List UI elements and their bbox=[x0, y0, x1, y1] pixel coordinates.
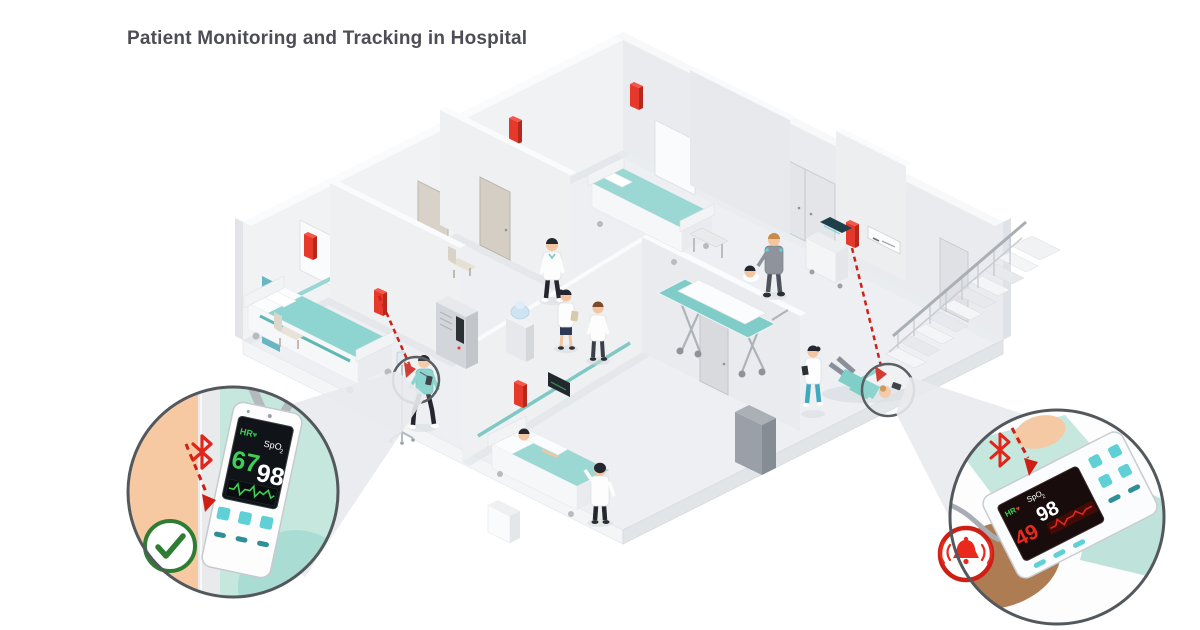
storage-cabinet bbox=[735, 405, 776, 475]
chair bbox=[448, 246, 476, 278]
patient-on-stretcher bbox=[677, 265, 767, 325]
callout-ring bbox=[126, 385, 340, 599]
bedside-cabinet bbox=[487, 500, 520, 544]
signal-path bbox=[184, 443, 216, 512]
nurse-walking bbox=[801, 345, 825, 418]
ble-beacon bbox=[846, 220, 859, 248]
ble-beacon bbox=[509, 116, 522, 144]
staircase bbox=[885, 220, 1061, 369]
heart-icon: ♥ bbox=[252, 430, 259, 440]
spo2-sub: 2 bbox=[1041, 494, 1046, 501]
check-icon bbox=[143, 519, 197, 573]
interior-wall bbox=[330, 180, 466, 363]
ble-beacon bbox=[630, 82, 643, 110]
door bbox=[939, 237, 969, 323]
direction-sign bbox=[867, 225, 901, 255]
hospital-bed bbox=[487, 415, 609, 517]
callout-ring bbox=[948, 408, 1166, 626]
bluetooth-icon bbox=[191, 434, 213, 470]
wearable-monitor-normal: HR ♥ SpO 2 67 98 bbox=[201, 401, 303, 579]
wearable-monitor-alert: HR ♥ SpO 2 98 49 bbox=[982, 431, 1158, 579]
ble-beacon bbox=[304, 232, 317, 260]
bluetooth-icon bbox=[989, 432, 1011, 468]
signal-path bbox=[1010, 427, 1038, 476]
overbed-table bbox=[689, 227, 729, 258]
interior-wall bbox=[440, 107, 576, 290]
paramedic bbox=[756, 233, 787, 300]
heart-icon: ♥ bbox=[1015, 505, 1022, 513]
medical-cart bbox=[805, 217, 852, 289]
doctor-at-bed bbox=[583, 462, 616, 527]
doctor-female bbox=[554, 289, 579, 353]
signal-path bbox=[377, 295, 416, 378]
ble-beacon bbox=[514, 380, 527, 408]
signal-path bbox=[850, 247, 887, 382]
doctor-male bbox=[586, 301, 610, 365]
spo2-label: SpO bbox=[263, 439, 283, 453]
spo2-sub: 2 bbox=[279, 449, 284, 456]
ble-beacon bbox=[374, 288, 387, 316]
fallen-patient bbox=[822, 356, 910, 403]
interior-wall bbox=[690, 67, 796, 235]
hr-label: HR bbox=[239, 426, 254, 439]
page-title: Patient Monitoring and Tracking in Hospi… bbox=[127, 28, 528, 49]
tv-screen bbox=[548, 372, 570, 397]
water-cooler bbox=[506, 301, 534, 362]
chair bbox=[274, 312, 304, 349]
hr-value: 67 bbox=[229, 445, 262, 478]
patient-in-bed bbox=[518, 428, 569, 459]
vending-machine bbox=[436, 296, 478, 369]
doctor-walking bbox=[539, 238, 565, 305]
